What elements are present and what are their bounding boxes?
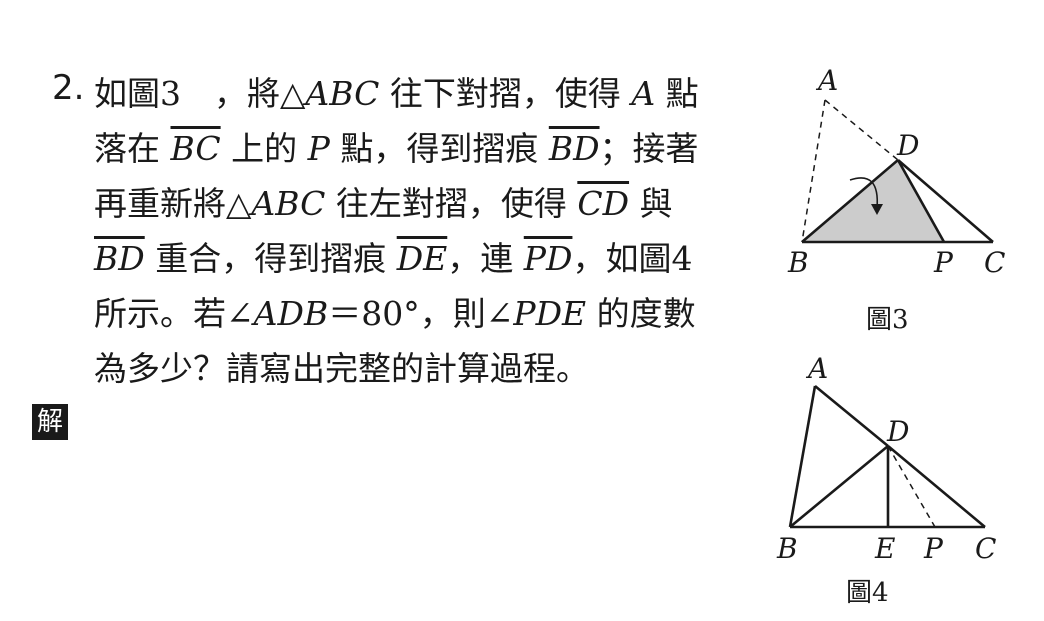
question-text-run: 點 (655, 74, 699, 113)
fig3-label-b: B (787, 246, 809, 279)
dashed-dp (887, 445, 936, 528)
fig3-label-c: C (984, 246, 1005, 279)
question-text-run: ，如圖4 (572, 239, 693, 278)
figure-3: A D B P C 圖3 (787, 64, 1005, 335)
question-text: 如圖3 ，將△ABC 往下對摺，使得 A 點落在 BC 上的 P 點，得到摺痕 … (94, 66, 784, 396)
question-line: BD 重合，得到摺痕 DE，連 PD，如圖4 (94, 231, 784, 286)
question-text-run: 再重新將△ (94, 184, 252, 223)
question-text-run: 往下對摺，使得 (379, 74, 632, 113)
question-text-run: 點，得到摺痕 (329, 129, 549, 168)
segment-bd (801, 159, 899, 243)
segment-symbol: BC (170, 129, 221, 168)
dashed-ad (824, 99, 899, 161)
question-text-run: 往左對摺，使得 (325, 184, 578, 223)
question-line: 再重新將△ABC 往左對摺，使得 CD 與 (94, 176, 784, 231)
segment-symbol: BD (548, 129, 600, 168)
segment-dc (887, 445, 986, 528)
question-line: 為多少？請寫出完整的計算過程。 (94, 341, 784, 396)
segment-symbol: PD (523, 239, 573, 278)
question-text-run: 上的 (220, 129, 308, 168)
fig4-label-a: A (805, 352, 828, 385)
question-line: 所示。若∠ADB＝80°，則∠PDE 的度數 (94, 286, 784, 341)
question-text-run: 為多少？請寫出完整的計算過程。 (94, 349, 589, 388)
question-line: 如圖3 ，將△ABC 往下對摺，使得 A 點 (94, 66, 784, 121)
segment-ad (814, 384, 889, 448)
fig4-caption: 圖4 (846, 578, 889, 608)
segment-ab (788, 385, 817, 528)
fig3-label-d: D (896, 129, 919, 162)
question-text-run: 所示。若∠ (94, 294, 254, 333)
segment-symbol: CD (577, 184, 630, 223)
segment-symbol: BD (94, 239, 145, 278)
segment-dc (897, 159, 994, 243)
question-text-run: ，連 (447, 239, 524, 278)
math-variable: PDE (513, 294, 587, 333)
fig4-label-c: C (975, 532, 996, 565)
fig3-caption: 圖3 (866, 305, 909, 335)
folded-triangle-shade (802, 160, 944, 242)
fold-arrowhead-icon (871, 204, 883, 215)
question-text-run: 如圖3 ，將△ (94, 74, 306, 113)
question-text-run: 的度數 (586, 294, 696, 333)
question-text-run: 落在 (94, 129, 171, 168)
fig4-label-d: D (886, 415, 909, 448)
question-text-run: ；接著 (599, 129, 699, 168)
math-variable: A (631, 74, 656, 113)
fig4-label-p: P (923, 532, 944, 565)
question-text-run: 與 (629, 184, 673, 223)
math-variable: ABC (251, 184, 326, 223)
question-text-run: ＝80°，則∠ (328, 294, 514, 333)
math-variable: ADB (253, 294, 329, 333)
figure-4: A D B E P C 圖4 (776, 352, 996, 608)
dashed-ab (801, 99, 826, 243)
answer-badge: 解 (32, 404, 68, 440)
fig4-label-e: E (874, 532, 895, 565)
question-line: 落在 BC 上的 P 點，得到摺痕 BD；接著 (94, 121, 784, 176)
math-variable: ABC (305, 74, 380, 113)
segment-symbol: DE (396, 239, 448, 278)
fold-arrow-icon (849, 177, 879, 209)
question-text-run: 重合，得到摺痕 (144, 239, 397, 278)
fig3-label-a: A (815, 64, 838, 97)
segment-bd (789, 444, 889, 529)
math-variable: P (307, 129, 330, 168)
fig3-label-p: P (933, 246, 954, 279)
fig4-label-b: B (776, 532, 798, 565)
segment-dp (896, 159, 946, 243)
question-number: 2. (52, 68, 85, 108)
